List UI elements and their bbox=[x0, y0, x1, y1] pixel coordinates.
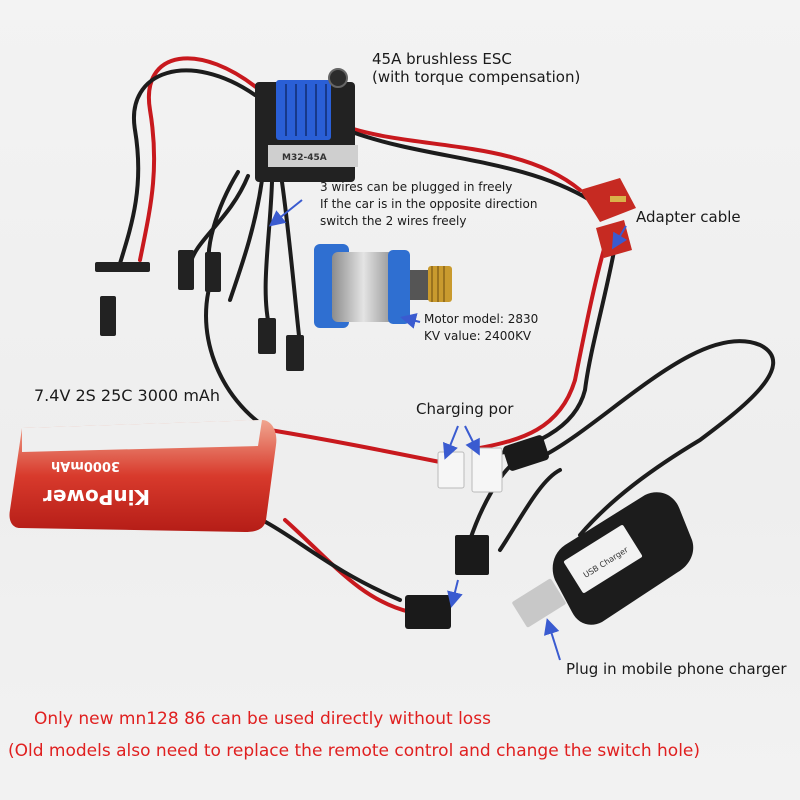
esc-subtitle-label: (with torque compensation) bbox=[372, 68, 581, 86]
usb-charger-icon: USB Charger bbox=[512, 492, 694, 628]
wires-note-line1: 3 wires can be plugged in freely bbox=[320, 180, 513, 194]
red-wire-group bbox=[138, 56, 608, 614]
wires-note-line3: switch the 2 wires freely bbox=[320, 214, 467, 228]
compatibility-note-line1: Only new mn128 86 can be used directly w… bbox=[34, 709, 491, 729]
compatibility-note-line2: (Old models also need to replace the rem… bbox=[8, 741, 701, 761]
battery-brand-print: KinPower bbox=[43, 485, 150, 509]
arrow-to-usb-icon bbox=[543, 618, 561, 661]
esc-title-label: 45A brushless ESC bbox=[372, 50, 512, 68]
charging-port-label: Charging por bbox=[416, 400, 514, 418]
arrow-to-wires-icon bbox=[268, 199, 303, 227]
switch-connector-icon bbox=[405, 535, 489, 629]
motor-model-label: Motor model: 2830 bbox=[424, 312, 539, 326]
arrow-to-motor-icon bbox=[400, 313, 421, 329]
arrow-to-charging-right-icon bbox=[464, 425, 480, 456]
pointer-arrows bbox=[268, 199, 628, 661]
motor-kv-label: KV value: 2400KV bbox=[424, 329, 532, 343]
arrow-to-adapter-icon bbox=[611, 225, 628, 250]
black-wire-group bbox=[116, 68, 776, 602]
deans-connector-icon bbox=[580, 178, 636, 258]
receiver-plug-icon bbox=[95, 250, 304, 371]
battery-capacity-print: 3000mAh bbox=[51, 458, 120, 473]
lipo-battery-icon: KinPower 3000mAh bbox=[9, 420, 277, 532]
usb-hint-label: Plug in mobile phone charger bbox=[566, 660, 787, 678]
esc-module-icon: M32-45A bbox=[255, 68, 358, 182]
brushless-motor-icon bbox=[314, 244, 452, 328]
jst-connector-icon bbox=[437, 435, 549, 493]
arrow-to-charging-left-icon bbox=[443, 425, 459, 460]
wires-note-line2: If the car is in the opposite direction bbox=[320, 197, 538, 211]
adapter-cable-label: Adapter cable bbox=[636, 208, 741, 226]
battery-spec-label: 7.4V 2S 25C 3000 mAh bbox=[34, 386, 220, 405]
arrow-to-switch-icon bbox=[447, 579, 463, 608]
esc-model-print: M32-45A bbox=[282, 153, 327, 163]
